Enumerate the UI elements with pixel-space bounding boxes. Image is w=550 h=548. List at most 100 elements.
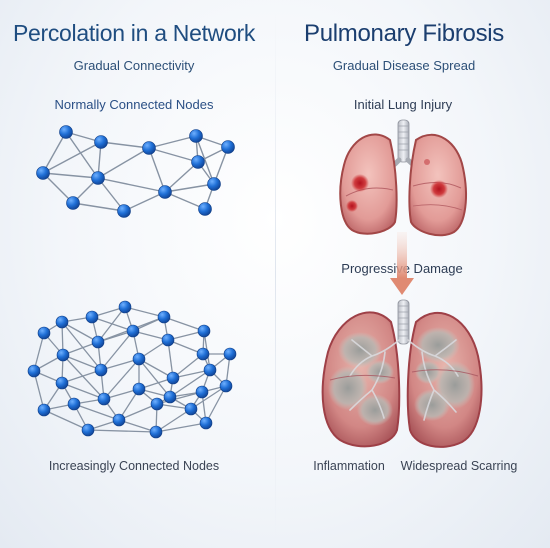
right-caption-right: Widespread Scarring <box>400 459 518 473</box>
top-network-node <box>221 140 235 154</box>
left-subtitle: Gradual Connectivity <box>73 58 195 73</box>
top-network-edge <box>164 161 199 193</box>
bottom-network-edge <box>100 330 134 371</box>
bottom-network-node <box>132 352 146 366</box>
bottom-network-edge <box>167 339 174 379</box>
bottom-network-edge <box>91 316 134 332</box>
left-title: Percolation in a Network <box>12 20 256 46</box>
top-network-edge <box>97 177 166 193</box>
right-subtitle: Gradual Disease Spread <box>332 58 476 73</box>
top-network-node <box>198 202 212 216</box>
bottom-network-edge <box>43 409 89 431</box>
top-network-edge <box>42 141 102 174</box>
bottom-network-edge <box>156 391 203 405</box>
bottom-network-edge <box>155 422 207 433</box>
top-network-node <box>191 155 205 169</box>
top-network-edge <box>164 191 206 210</box>
bottom-network-node <box>163 390 177 404</box>
scarred-lungs-icon <box>321 299 483 448</box>
bottom-network-node <box>203 363 217 377</box>
bottom-network-node <box>199 416 213 430</box>
bottom-network-edge <box>169 369 211 398</box>
right-caption-left: Inflammation <box>313 459 385 473</box>
top-network-edge <box>42 172 99 179</box>
bottom-network-edge <box>100 358 140 371</box>
bottom-network-node <box>118 300 132 314</box>
bottom-network-node <box>55 315 69 329</box>
top-network-edge <box>195 135 215 185</box>
network-graph-icon <box>36 125 235 218</box>
bottom-network-node <box>223 347 237 361</box>
bottom-network-edge <box>172 353 204 379</box>
bottom-network-node <box>27 364 41 378</box>
bottom-network-edge <box>62 354 105 400</box>
top-network-edge <box>148 147 166 193</box>
bottom-network-node <box>157 310 171 324</box>
bottom-network-node <box>184 402 198 416</box>
bottom-network-node <box>37 326 51 340</box>
top-network-node <box>94 135 108 149</box>
left-top-label: Normally Connected Nodes <box>54 97 214 112</box>
top-network-node <box>158 185 172 199</box>
top-network-edge <box>148 135 197 149</box>
top-network-edge <box>123 191 166 212</box>
right-title: Pulmonary Fibrosis <box>304 20 504 47</box>
bottom-network-edge <box>33 332 45 372</box>
top-network-nodes <box>36 125 235 218</box>
down-arrow-icon <box>390 232 414 295</box>
top-network-edge <box>97 147 150 179</box>
bottom-network-nodes <box>27 300 237 439</box>
bottom-network-node <box>150 397 164 411</box>
bottom-network-edge <box>172 369 211 379</box>
top-network-node <box>36 166 50 180</box>
bottom-network-edge <box>190 385 227 410</box>
top-network-node <box>189 129 203 143</box>
bottom-network-node <box>67 397 81 411</box>
top-network-edge <box>148 147 199 163</box>
top-network-node <box>117 204 131 218</box>
bottom-network-edge <box>97 306 126 343</box>
bottom-network-node <box>91 335 105 349</box>
bottom-network-node <box>197 324 211 338</box>
bottom-network-node <box>161 333 175 347</box>
top-network-edge <box>164 183 215 193</box>
bottom-network-edge <box>61 382 105 400</box>
right-top-label: Initial Lung Injury <box>353 97 453 112</box>
bottom-network-node <box>81 423 95 437</box>
bottom-network-edge <box>87 429 157 433</box>
bottom-network-edge <box>205 385 227 424</box>
bottom-network-node <box>166 371 180 385</box>
top-network-edge <box>65 131 99 179</box>
bottom-network-node <box>56 348 70 362</box>
bottom-network-node <box>94 363 108 377</box>
bottom-network-node <box>149 425 163 439</box>
left-bottom-label: Increasingly Connected Nodes <box>48 459 220 473</box>
top-network-edge <box>97 177 125 212</box>
top-network-edge <box>42 172 74 204</box>
bottom-network-edge <box>124 306 165 318</box>
top-network-edge <box>100 141 150 149</box>
top-network-node <box>142 141 156 155</box>
bottom-network-node <box>112 413 126 427</box>
bottom-network-node <box>85 310 99 324</box>
bottom-network-node <box>126 324 140 338</box>
bottom-network-node <box>97 392 111 406</box>
top-network-node <box>66 196 80 210</box>
bottom-network-node <box>37 403 51 417</box>
panel-divider <box>275 10 276 540</box>
dense-network-graph-icon <box>27 300 237 439</box>
bottom-network-edge <box>61 369 102 384</box>
bottom-network-edge <box>103 358 140 400</box>
bottom-network-edge <box>155 408 192 433</box>
bottom-network-node <box>55 376 69 390</box>
bottom-network-node <box>196 347 210 361</box>
top-network-node <box>91 171 105 185</box>
top-network-edge <box>42 131 67 174</box>
bottom-network-edge <box>33 370 45 411</box>
bottom-network-edge <box>118 419 157 433</box>
bottom-network-edge <box>61 321 102 371</box>
lungs-icon <box>339 119 467 237</box>
bottom-network-node <box>219 379 233 393</box>
top-network-node <box>207 177 221 191</box>
